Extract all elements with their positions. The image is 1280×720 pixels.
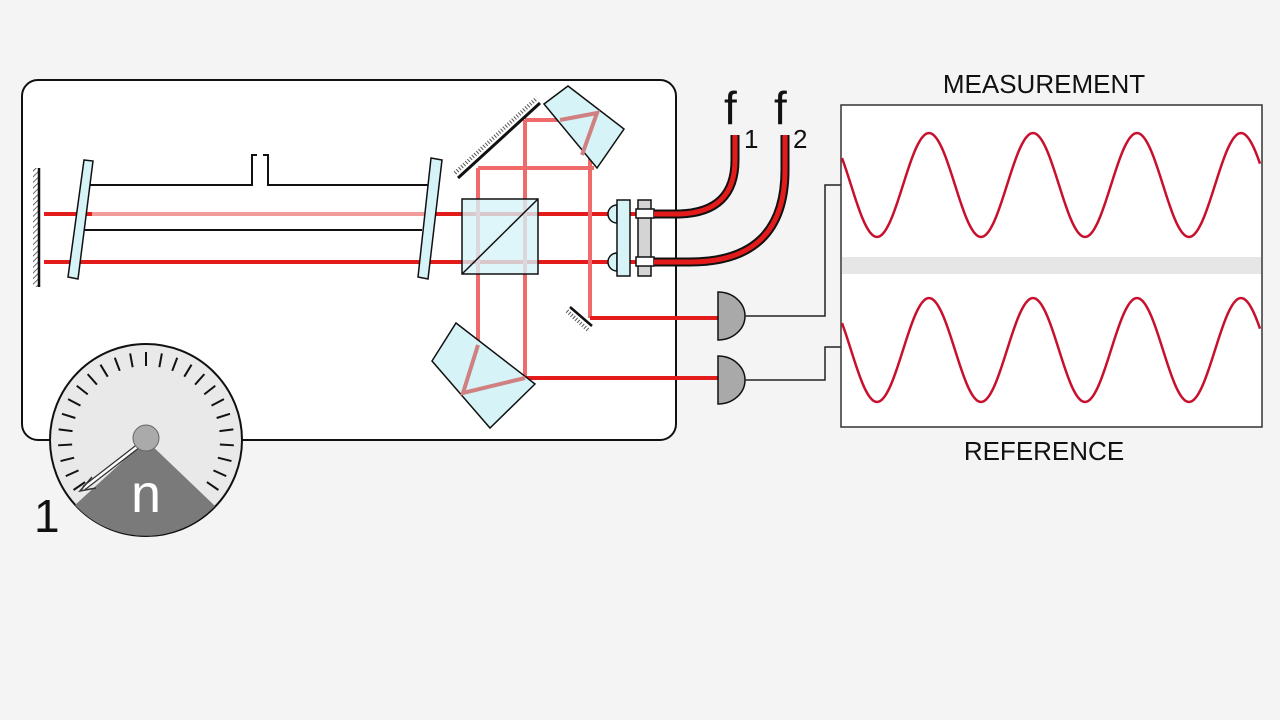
- gauge-tick: [99, 364, 109, 378]
- gauge-value: 1: [34, 490, 60, 542]
- refractive-index-gauge: n: [49, 343, 243, 537]
- end-mirror: [33, 168, 41, 287]
- gauge-tick: [183, 364, 193, 378]
- f1-subscript: 1: [744, 124, 758, 154]
- photodetector-measurement: [717, 291, 746, 341]
- gauge-tick: [73, 481, 86, 491]
- fold-mirror: [453, 96, 542, 180]
- gauge-tick: [61, 412, 76, 419]
- gauge-tick: [60, 456, 75, 463]
- brewster-window-right: [417, 157, 443, 280]
- fiber-coupler: [607, 199, 655, 277]
- small-mirror: [565, 306, 593, 332]
- wire-reference: [745, 346, 842, 381]
- gauge-tick: [216, 412, 231, 419]
- laser-tube: [84, 154, 428, 231]
- gauge-tick: [171, 357, 179, 372]
- f1-label: f: [724, 82, 737, 134]
- gauge-hub: [132, 424, 160, 452]
- gauge-tick: [213, 469, 227, 478]
- gauge-tick: [65, 469, 79, 478]
- gauge-tick: [158, 353, 163, 368]
- gauge-tick: [129, 353, 134, 368]
- prism-top: [542, 85, 626, 170]
- gauge-tick: [86, 373, 98, 386]
- f2-label: f: [774, 82, 787, 134]
- gauge-tick: [113, 357, 121, 372]
- gauge-tick: [203, 384, 216, 396]
- fiber-f1: [654, 135, 740, 219]
- reference-label: REFERENCE: [964, 436, 1124, 466]
- measurement-signal: [840, 131, 1262, 239]
- gauge-tick: [206, 481, 219, 491]
- brewster-window-left: [67, 159, 94, 280]
- gauge-tick: [58, 443, 73, 447]
- display-divider: [842, 257, 1261, 274]
- f2-subscript: 2: [793, 124, 807, 154]
- gauge-tick: [217, 456, 232, 463]
- reference-signal: [840, 296, 1262, 404]
- beam-splitter-cube: [461, 198, 539, 275]
- fiber-f2: [654, 135, 790, 267]
- gauge-tick: [58, 428, 73, 433]
- photodetector-reference: [717, 355, 746, 405]
- gauge-tick: [76, 384, 89, 396]
- gauge-tick: [219, 428, 234, 433]
- gauge-sector: [75, 440, 215, 536]
- gauge-tick: [67, 398, 81, 407]
- gauge-tick: [219, 443, 234, 447]
- wire-measurement: [745, 184, 842, 317]
- prism-bottom: [431, 321, 537, 430]
- gauge-tick: [194, 373, 206, 386]
- gauge-symbol: n: [131, 464, 161, 524]
- measurement-label: MEASUREMENT: [943, 69, 1145, 99]
- gauge-tick: [211, 398, 225, 407]
